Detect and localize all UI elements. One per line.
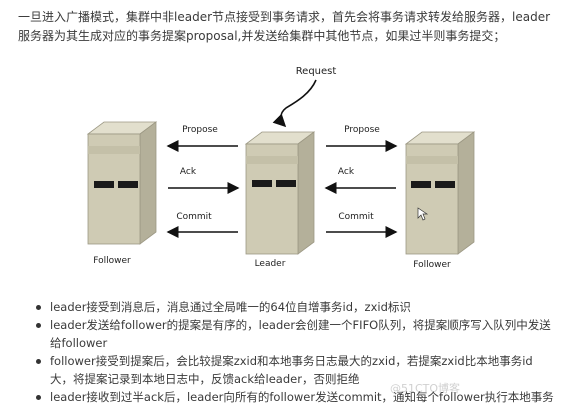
list-item: leader接收到过半ack后，leader向所有的follower发送comm…: [34, 388, 554, 406]
list-item: leader发送给follower的提案是有序的，leader会创建一个FIFO…: [34, 316, 554, 352]
zab-notes-list: leader接受到消息后，消息通过全局唯一的64位自增事务id，zxid标识 l…: [34, 298, 554, 406]
follower-server-right: [404, 131, 476, 255]
follower-right-label: Follower: [413, 260, 451, 270]
propose-label-left: Propose: [182, 125, 218, 135]
request-label: Request: [296, 66, 337, 77]
commit-label-left: Commit: [176, 212, 212, 222]
leader-label: Leader: [255, 259, 286, 269]
ack-label-left: Ack: [180, 167, 197, 177]
propose-label-right: Propose: [344, 125, 380, 135]
intro-paragraph: 一旦进入广播模式，集群中非leader节点接受到事务请求，首先会将事务请求转发给…: [18, 10, 551, 43]
commit-label-right: Commit: [338, 212, 374, 222]
watermark: @51CTO博客: [390, 382, 461, 395]
leader-server: [244, 131, 316, 255]
follower-server-left: [86, 121, 158, 245]
list-item: follower接受到提案后，会比较提案zxid和本地事务日志最大的zxid，若…: [34, 352, 554, 388]
list-item: leader接受到消息后，消息通过全局唯一的64位自增事务id，zxid标识: [34, 298, 554, 316]
request-arrow: [272, 79, 317, 128]
zab-broadcast-diagram: Request Follower Leader: [48, 62, 546, 286]
follower-left-label: Follower: [93, 256, 131, 266]
ack-label-right: Ack: [338, 167, 355, 177]
